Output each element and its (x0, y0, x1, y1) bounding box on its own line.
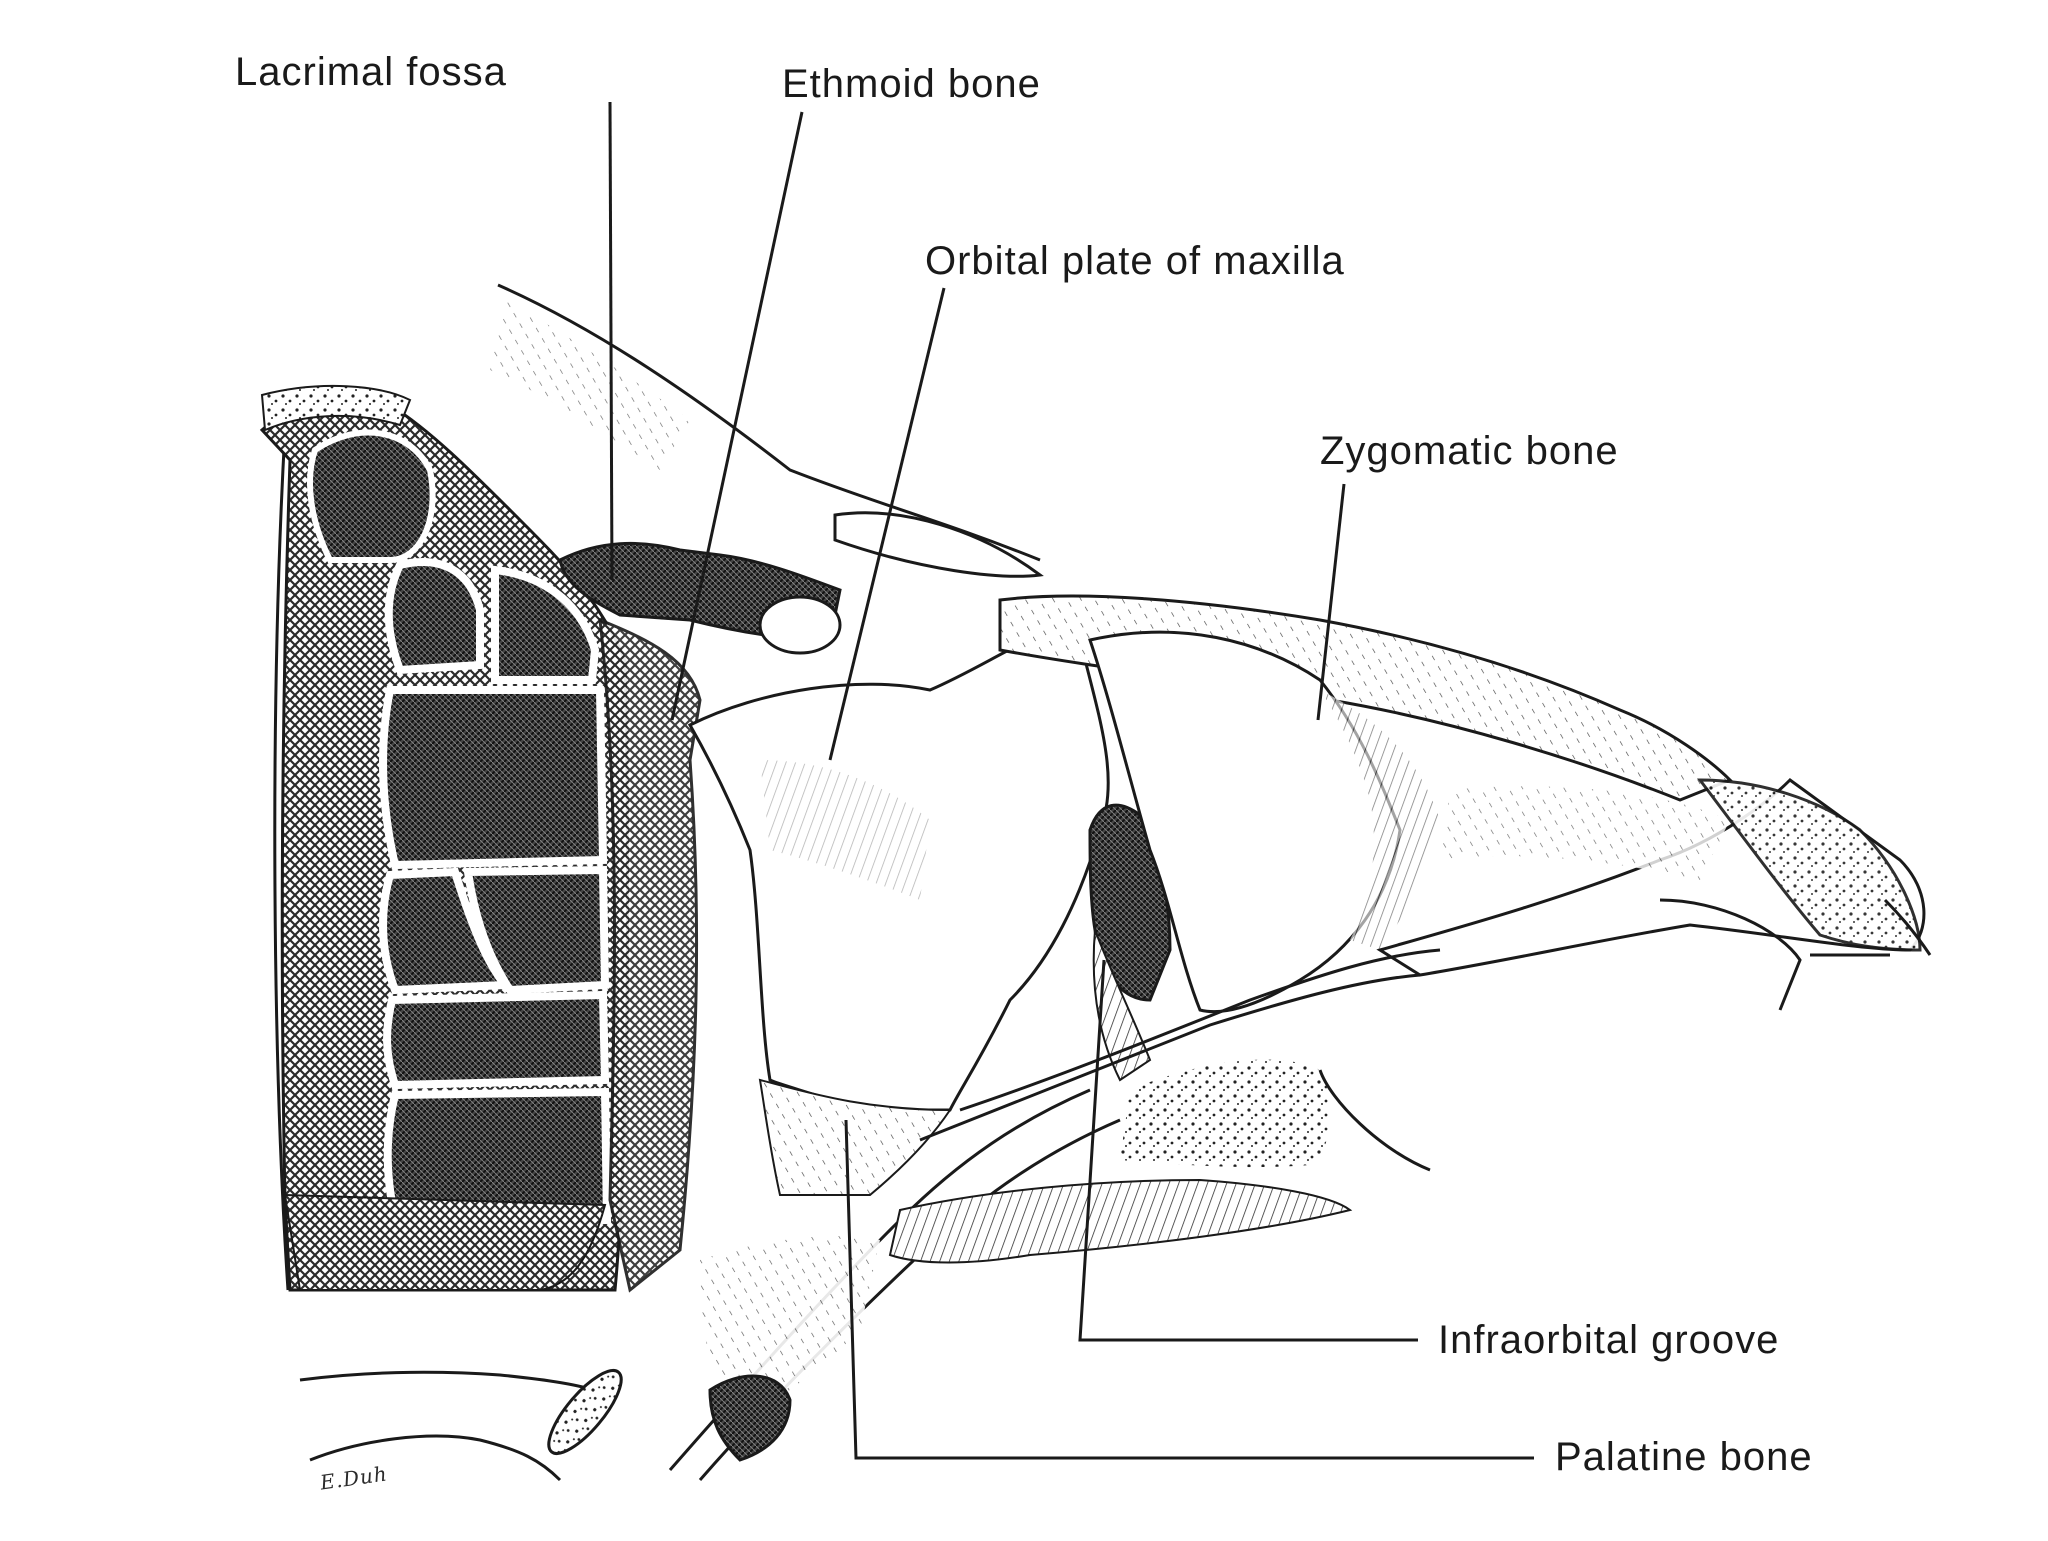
air-cell-2 (491, 565, 600, 684)
leader-orbital-plate (828, 287, 946, 761)
canal-lower (919, 973, 1421, 1142)
lower-arch-edge (1659, 898, 1890, 1011)
arch-hatch (1440, 786, 1730, 880)
leader-palatine-bone (844, 1119, 1534, 1460)
floor-curve (1318, 1069, 1431, 1172)
leader-ethmoid-bone (670, 111, 804, 721)
maxillary-floor (700, 1059, 1431, 1420)
label-zygomatic-bone: Zygomatic bone (1320, 429, 1619, 473)
lower-block (283, 1193, 607, 1291)
label-lacrimal-fossa: Lacrimal fossa (235, 50, 507, 94)
fissure-hatch (1092, 929, 1152, 1082)
zygomatic-body (1088, 630, 1402, 1014)
upper-cap-cell (307, 429, 436, 563)
roof-line (497, 283, 1041, 562)
lower-orbital-strip (758, 1078, 952, 1196)
ethmoid-foramen (758, 595, 842, 655)
floor-stipple-area (1120, 1059, 1331, 1168)
palatine-process (708, 1374, 792, 1462)
label-ethmoid-bone: Ethmoid bone (782, 62, 1041, 106)
orbital-plate-region (687, 629, 1110, 1196)
canal-upper (959, 948, 1441, 1112)
label-infraorbital-groove: Infraorbital groove (1438, 1318, 1780, 1362)
roof-hatch (490, 300, 690, 470)
small-foramen (547, 1369, 623, 1455)
leader-zygomatic-bone (1316, 483, 1346, 721)
septum-outline (273, 429, 290, 1291)
leader-lines (608, 101, 1534, 1460)
lacrimal-ethmoid-region (598, 617, 702, 1293)
bottom-curve (309, 1434, 562, 1482)
floor-hatch (888, 1178, 1353, 1264)
label-palatine-bone: Palatine bone (1555, 1435, 1813, 1479)
supra-ridge (833, 511, 1044, 578)
zygomatic-region (998, 594, 1932, 1014)
air-cell-5 (463, 865, 610, 995)
air-cell-3 (379, 686, 608, 870)
leader-lacrimal-fossa (608, 101, 614, 581)
label-orbital-plate-of-maxilla: Orbital plate of maxilla (925, 239, 1345, 283)
air-cell-1 (384, 558, 484, 675)
lower-structures (299, 1369, 792, 1482)
lower-left-hatch (700, 1236, 880, 1420)
medial-wall (598, 617, 702, 1293)
ethmoid-sinus-column (259, 384, 630, 1292)
bottom-line (299, 1370, 601, 1394)
orbital-plate-hatch (760, 760, 930, 900)
zygomatic-tip (1696, 778, 1922, 952)
air-cell-6 (383, 990, 610, 1090)
tip-point (1883, 898, 1932, 956)
zygomatic-side-hatch (1320, 690, 1440, 950)
leader-infraorbital-groove (1078, 959, 1418, 1342)
top-stipple (260, 384, 412, 432)
